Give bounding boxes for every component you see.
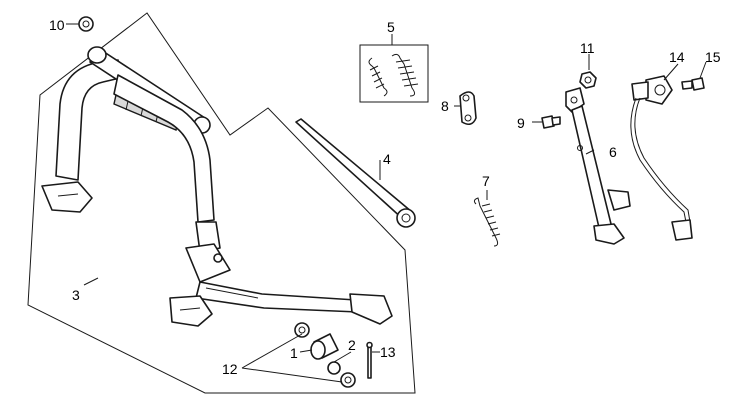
pin-part-13: [366, 341, 373, 379]
side-stand-part-6: [565, 87, 631, 245]
callout-5: 5: [387, 19, 395, 35]
callout-11: 11: [580, 40, 595, 56]
callout-9: 9: [517, 115, 525, 131]
main-stand-part: [41, 46, 393, 327]
callout-12: 12: [222, 361, 238, 377]
bolt-part-9: [541, 115, 561, 129]
callout-6: 6: [609, 144, 617, 160]
washer-part-12b: [340, 372, 356, 388]
leader-lines: [66, 23, 707, 383]
callout-15: 15: [705, 49, 721, 65]
nut-part-11: [579, 71, 597, 89]
callout-4: 4: [383, 151, 391, 167]
collar-part-2: [327, 361, 341, 375]
callout-14: 14: [669, 49, 685, 65]
plate-part-8: [459, 91, 477, 126]
callout-7: 7: [482, 173, 490, 189]
main-stand-group-frame: [27, 12, 416, 394]
callout-3: 3: [72, 287, 80, 303]
nut-part-10: [78, 16, 94, 32]
bolt-part-15: [681, 77, 705, 91]
callout-13: 13: [380, 344, 396, 360]
switch-part-14: [630, 75, 693, 241]
washer-part-12a: [294, 322, 310, 338]
spring-part-7: [473, 197, 501, 247]
spring-set-frame: [359, 44, 429, 103]
callout-2: 2: [348, 337, 356, 353]
shaft-part-4: [295, 118, 416, 228]
callout-1: 1: [290, 345, 298, 361]
callout-10: 10: [49, 17, 65, 33]
bushing-part-1: [310, 333, 339, 360]
callout-8: 8: [441, 98, 449, 114]
spring-set-part-5: [368, 53, 419, 97]
